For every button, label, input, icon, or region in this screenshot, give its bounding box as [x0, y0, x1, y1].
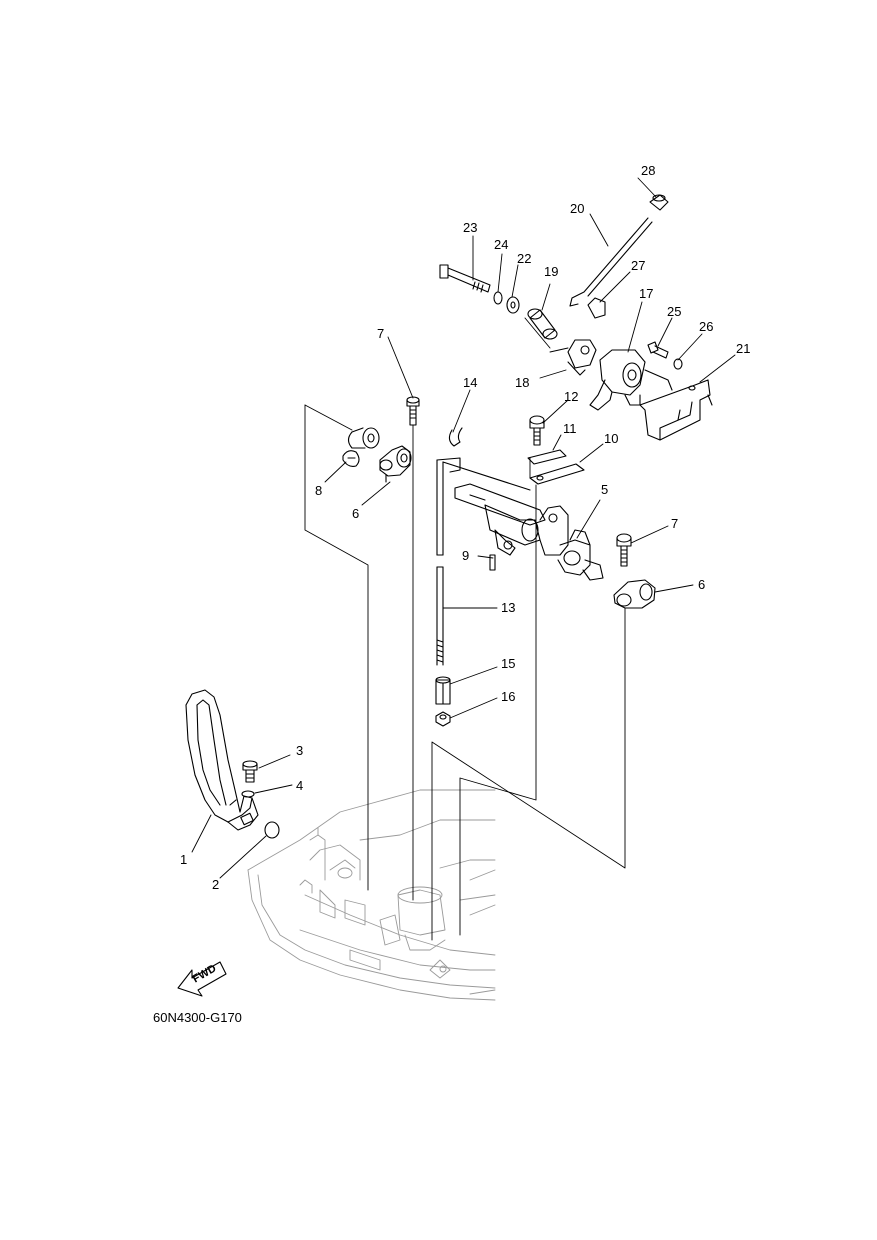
rod-joint-right [613, 579, 656, 609]
callout-11: 11 [563, 421, 577, 436]
callout-25: 25 [667, 304, 682, 319]
assembly-guide-lines [304, 317, 626, 941]
callout-23: 23 [463, 220, 478, 235]
nut-16 [435, 711, 451, 727]
bolt-23 [439, 264, 491, 293]
callout-21: 21 [736, 341, 751, 356]
callout-22: 22 [517, 251, 532, 266]
plate-11 [527, 449, 567, 465]
callout-15: 15 [501, 656, 516, 671]
bolt-12 [529, 415, 545, 446]
callout-6-left: 6 [352, 506, 360, 521]
callout-26: 26 [699, 319, 714, 334]
callout-4: 4 [296, 778, 304, 793]
joint-nut-15 [435, 676, 451, 705]
callout-5: 5 [601, 482, 609, 497]
washer-26 [673, 358, 683, 370]
callout-6-right: 6 [698, 577, 706, 592]
rod-joint-left [379, 445, 412, 483]
callout-19: 19 [544, 264, 559, 279]
callout-18: 18 [515, 375, 530, 390]
callout-2: 2 [212, 877, 220, 892]
callout-27: 27 [631, 258, 646, 273]
shift-lever-handle [185, 689, 259, 831]
washer-4 [241, 790, 255, 798]
washer-24 [493, 291, 503, 305]
callout-14: 14 [463, 375, 478, 390]
leader-lines [191, 177, 736, 879]
o-ring [264, 821, 280, 839]
pin-9 [489, 554, 496, 571]
callout-1: 1 [180, 852, 188, 867]
bolt-25 [647, 341, 669, 359]
callout-12: 12 [564, 389, 579, 404]
bolt-3 [242, 760, 258, 783]
cap-28 [649, 194, 669, 211]
lever-17 [589, 349, 646, 411]
bushing-8 [342, 427, 380, 467]
callout-10: 10 [604, 431, 619, 446]
callout-3: 3 [296, 743, 304, 758]
fwd-arrow-icon [177, 961, 227, 997]
callout-7-left: 7 [377, 326, 385, 341]
collar-19 [527, 308, 558, 340]
washer-22 [506, 296, 520, 314]
clip-27 [587, 297, 606, 319]
bolt-7-left [406, 396, 420, 426]
shift-shaft-assembly [454, 483, 604, 581]
callout-9: 9 [462, 548, 470, 563]
plate-10 [529, 463, 585, 485]
callout-7-right: 7 [671, 516, 679, 531]
callout-24: 24 [494, 237, 509, 252]
rod-20 [569, 217, 653, 307]
drawing-code: 60N4300-G170 [153, 1010, 242, 1025]
callout-20: 20 [570, 201, 585, 216]
callout-13: 13 [501, 600, 516, 615]
callout-16: 16 [501, 689, 516, 704]
callout-28: 28 [641, 163, 656, 178]
shift-rod [436, 457, 531, 666]
bracket-18 [567, 339, 597, 376]
callout-8: 8 [315, 483, 323, 498]
bracket-21 [639, 379, 713, 441]
callout-17: 17 [639, 286, 654, 301]
cotter-pin [448, 427, 463, 447]
bottom-cowling [247, 789, 496, 1001]
bolt-7-right [616, 533, 632, 567]
